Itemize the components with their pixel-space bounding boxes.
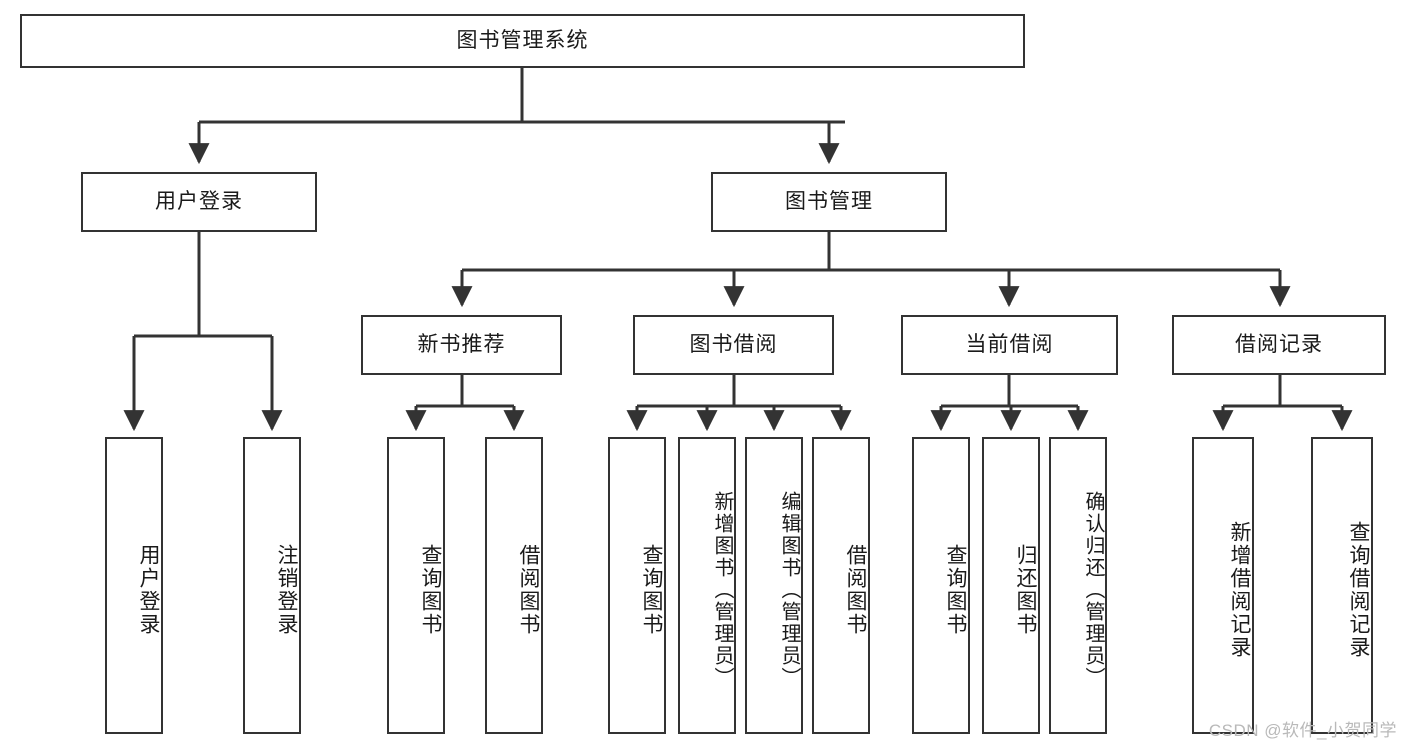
node-borrow-record[interactable]: 借阅记录 — [1172, 315, 1386, 375]
leaf-query-borrow-record[interactable]: 查询借阅记录 — [1311, 437, 1373, 734]
node-label: 图书管理系统 — [456, 29, 589, 53]
leaf-user-login[interactable]: 用户登录 — [105, 437, 163, 734]
node-label: 确认归还（管理员） — [1082, 490, 1104, 689]
node-label: 借阅图书 — [844, 543, 867, 636]
leaf-logout-login[interactable]: 注销登录 — [243, 437, 301, 734]
leaf-edit-book-admin[interactable]: 编辑图书（管理员） — [745, 437, 803, 734]
node-new-book-recommend[interactable]: 新书推荐 — [361, 315, 562, 375]
node-label: 编辑图书（管理员） — [778, 490, 800, 689]
node-label: 图书管理 — [785, 190, 873, 214]
node-label: 图书借阅 — [689, 333, 778, 357]
leaf-add-book-admin[interactable]: 新增图书（管理员） — [678, 437, 736, 734]
leaf-borrow-book[interactable]: 借阅图书 — [812, 437, 870, 734]
node-label: 用户登录 — [137, 543, 160, 636]
node-book-manage[interactable]: 图书管理 — [711, 172, 947, 232]
leaf-query-book-current[interactable]: 查询图书 — [912, 437, 970, 734]
node-root[interactable]: 图书管理系统 — [20, 14, 1025, 68]
node-book-borrow[interactable]: 图书借阅 — [633, 315, 834, 375]
node-label: 新书推荐 — [417, 333, 506, 357]
node-label: 借阅图书 — [517, 543, 540, 636]
node-current-borrow[interactable]: 当前借阅 — [901, 315, 1118, 375]
node-label: 新增图书（管理员） — [711, 490, 733, 689]
leaf-query-book-recommend[interactable]: 查询图书 — [387, 437, 445, 734]
leaf-query-book-borrow[interactable]: 查询图书 — [608, 437, 666, 734]
leaf-borrow-book-recommend[interactable]: 借阅图书 — [485, 437, 543, 734]
node-label: 查询图书 — [640, 543, 663, 636]
node-user-login[interactable]: 用户登录 — [81, 172, 317, 232]
node-label: 借阅记录 — [1235, 333, 1323, 357]
node-label: 注销登录 — [275, 543, 298, 636]
node-label: 查询图书 — [944, 543, 967, 636]
leaf-add-borrow-record[interactable]: 新增借阅记录 — [1192, 437, 1254, 734]
leaf-confirm-return-admin[interactable]: 确认归还（管理员） — [1049, 437, 1107, 734]
node-label: 新增借阅记录 — [1228, 520, 1251, 659]
node-label: 归还图书 — [1014, 543, 1037, 636]
node-label: 用户登录 — [155, 190, 243, 214]
leaf-return-book[interactable]: 归还图书 — [982, 437, 1040, 734]
node-label: 查询图书 — [419, 543, 442, 636]
node-label: 查询借阅记录 — [1347, 520, 1370, 659]
node-label: 当前借阅 — [965, 333, 1054, 357]
watermark-text: CSDN @软件_小贺同学 — [1208, 721, 1397, 740]
